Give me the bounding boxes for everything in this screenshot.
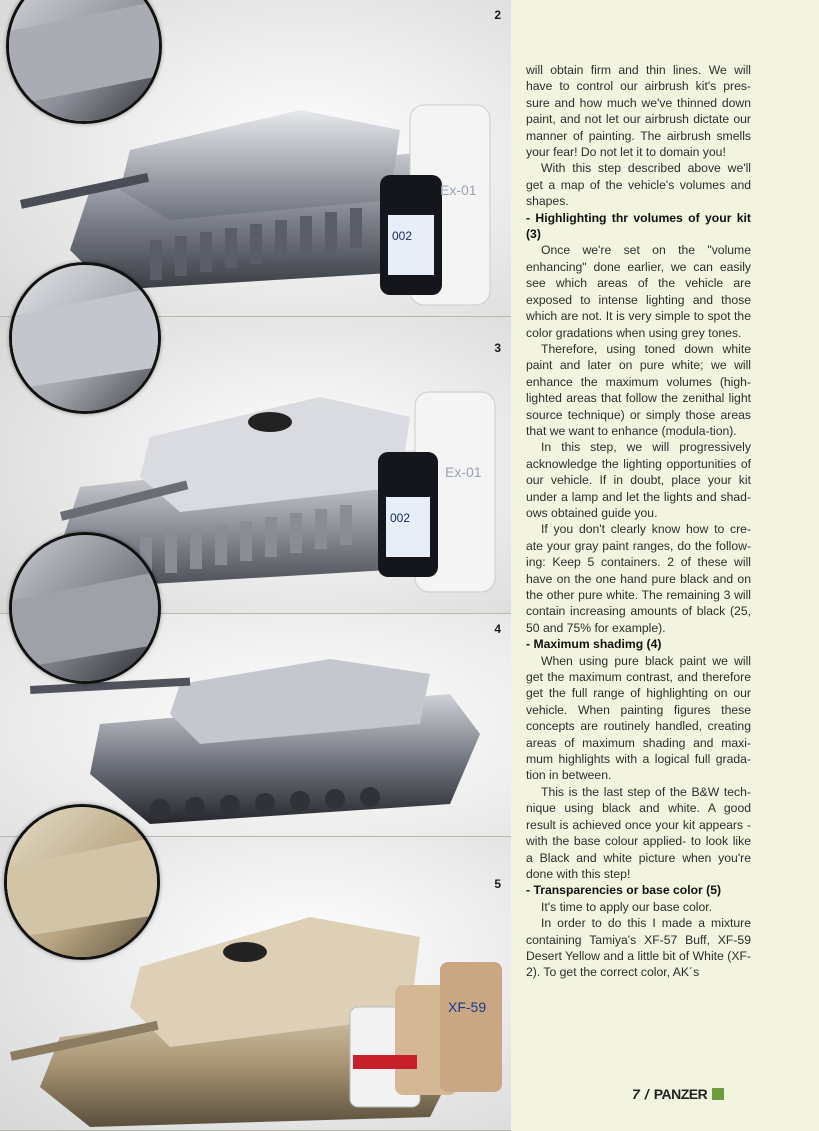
figure-number: 2: [494, 8, 501, 22]
paragraph: If you don't clearly know how to cre-ate…: [526, 522, 751, 635]
paragraph: It's time to apply our base color.: [541, 899, 713, 914]
article-text: will obtain firm and thin lines. We will…: [526, 62, 751, 981]
page-number: 7: [632, 1086, 640, 1102]
page-footer: 7 / PANZER: [632, 1086, 725, 1102]
detail-inset-2: [6, 0, 162, 124]
detail-inset-4: [9, 532, 161, 684]
svg-text:XF-59: XF-59: [448, 999, 486, 1015]
figure-number: 5: [494, 877, 501, 891]
section-heading: - Highlighting thr volumes of your kit (…: [526, 210, 751, 242]
figure-number: 3: [494, 341, 501, 355]
detail-inset-5: [4, 804, 160, 960]
svg-text:Ex-01: Ex-01: [440, 182, 477, 198]
figure-5-photo: XF-59 5: [0, 837, 511, 1131]
figure-number: 4: [494, 622, 501, 636]
section-heading: - Maximum shadimg (4): [526, 637, 662, 652]
paragraph: In order to do this I made a mixture con…: [526, 916, 751, 980]
svg-text:002: 002: [392, 229, 412, 243]
magazine-name: PANZER: [653, 1086, 708, 1102]
section-heading: - Transparencies or base color (5): [526, 883, 722, 898]
paragraph: will obtain firm and thin lines. We will…: [526, 63, 751, 160]
paragraph: When using pure black paint we will get …: [526, 653, 751, 783]
svg-text:Ex-01: Ex-01: [445, 464, 482, 480]
paragraph: Therefore, using toned down white paint …: [526, 341, 751, 438]
accent-square-icon: [712, 1088, 725, 1100]
paragraph: Once we're set on the "volume enhancing"…: [526, 243, 751, 340]
paragraph: In this step, we will progressively ackn…: [526, 440, 751, 520]
footer-separator: /: [644, 1086, 649, 1102]
paragraph: This is the last step of the B&W tech-ni…: [526, 784, 751, 881]
detail-inset-3: [9, 262, 161, 414]
svg-text:002: 002: [390, 511, 410, 525]
paragraph: With this step described above we'll get…: [526, 161, 751, 209]
